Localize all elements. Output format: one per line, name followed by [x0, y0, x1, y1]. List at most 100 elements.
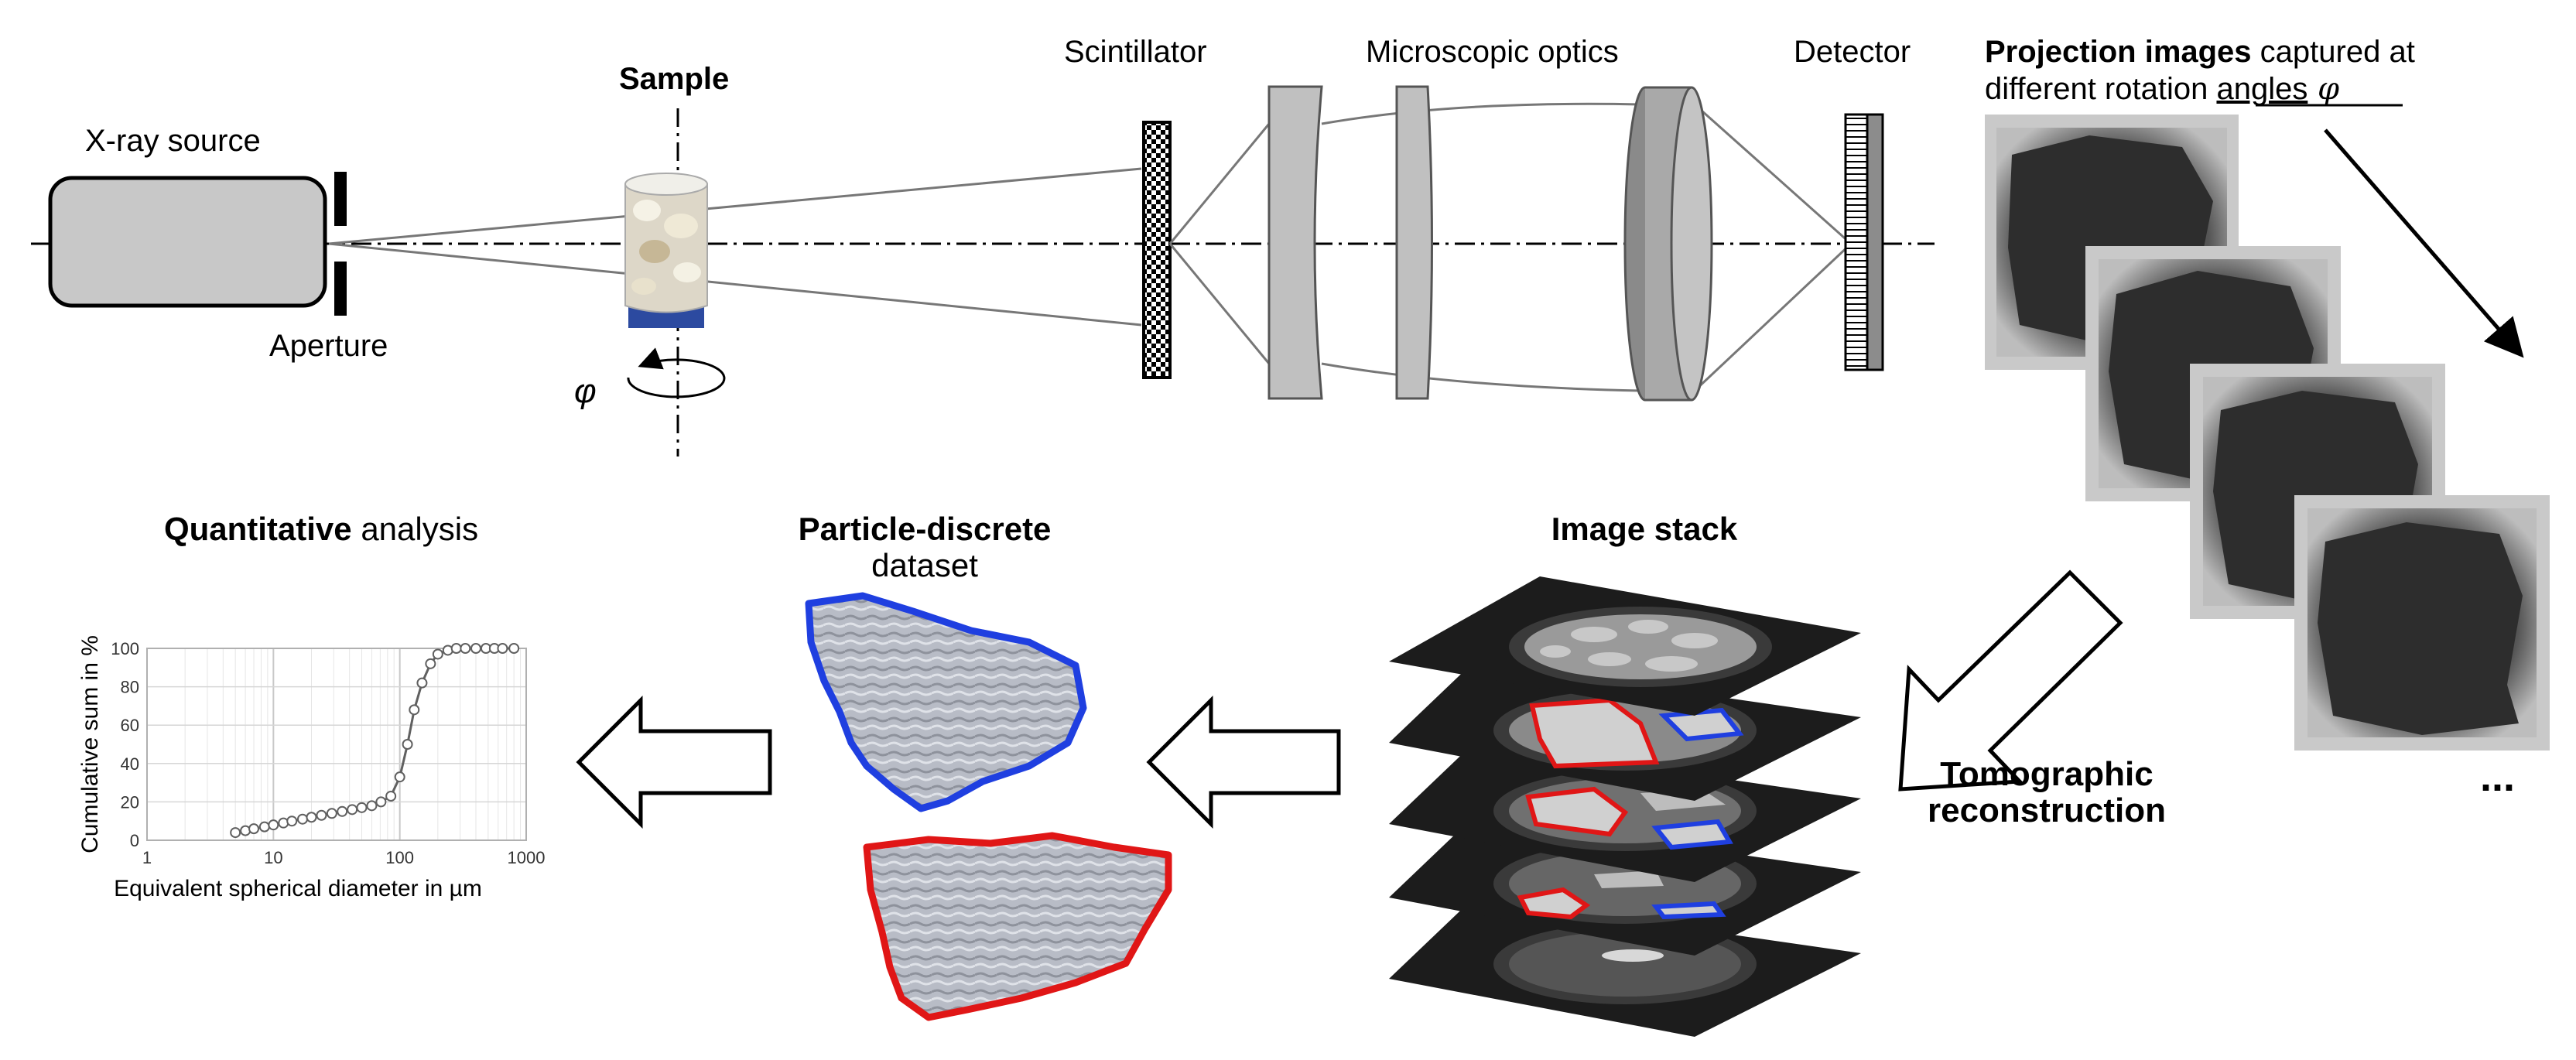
quant-title-rest: analysis [352, 511, 478, 547]
slice-1 [1389, 576, 1861, 716]
data-point [460, 643, 471, 654]
data-point [375, 796, 387, 808]
y-tick-label: 80 [121, 678, 139, 697]
data-point [230, 827, 241, 839]
x-tick-label: 1 [142, 848, 152, 867]
slice-3 [1389, 743, 1861, 882]
chart-plot-area [146, 648, 527, 841]
rotation-arrow [627, 347, 726, 398]
optics-ray-4 [1321, 362, 1641, 392]
detector-sensor [1844, 113, 1869, 371]
concave-lens [1267, 85, 1323, 400]
projection-title-rest: captured at [2252, 35, 2415, 69]
quant-title: Quantitative analysis [164, 511, 478, 547]
y-tick-label: 100 [111, 639, 139, 658]
microscopic-optics-label: Microscopic optics [1366, 35, 1619, 69]
data-point [394, 771, 405, 783]
projection-title-line2a: different rotation [1985, 72, 2216, 106]
xray-source-label: X-ray source [85, 124, 261, 158]
optics-ray-6 [1693, 242, 1852, 392]
phi-symbol: φ [574, 372, 597, 410]
beam-line-bottom [328, 242, 1142, 327]
slice-2-blue-particle [1658, 707, 1744, 742]
data-point [258, 821, 270, 833]
x-tick-labels: 1 10 100 1000 [142, 848, 546, 867]
optics-ray-1 [1168, 123, 1271, 244]
tube-lens-front [1670, 86, 1713, 402]
red-particle [863, 832, 1172, 1021]
data-point [508, 643, 520, 654]
data-point [425, 658, 436, 669]
data-point [268, 819, 279, 831]
y-tick-label: 40 [121, 754, 139, 774]
projection-image-4 [2294, 495, 2550, 751]
slice-4-blue-particle [1651, 901, 1726, 920]
data-point [366, 800, 378, 812]
projection-title-angles: angles [2216, 72, 2307, 106]
image-stack-label: Image stack [1551, 511, 1738, 547]
projection-title-line1: Projection images captured at [1985, 35, 2415, 69]
data-point [286, 816, 298, 827]
y-tick-label: 20 [121, 792, 139, 812]
blue-particle [805, 592, 1087, 812]
tomographic-label-1: Tomographic [1940, 755, 2153, 793]
scintillator-label: Scintillator [1064, 35, 1207, 69]
data-point [326, 808, 337, 819]
data-point [356, 802, 368, 813]
tomographic-label-2: reconstruction [1928, 792, 2166, 829]
x-tick-label: 100 [385, 848, 414, 867]
slice-3-blue-particle [1651, 819, 1733, 850]
data-point [432, 648, 443, 660]
slice-4-red-particle [1517, 887, 1591, 920]
x-tick-label: 10 [264, 848, 282, 867]
arrow-particles-to-analysis [576, 695, 772, 829]
data-point [416, 677, 428, 689]
particle-label-rest: dataset [871, 547, 978, 583]
quant-title-bold: Quantitative [164, 511, 352, 547]
data-point [450, 643, 462, 654]
quantitative-analysis: Quantitative analysis 0 20 40 60 80 100 1 10 10… [77, 511, 545, 901]
optics-ray-5 [1694, 103, 1852, 245]
scintillator [1142, 121, 1172, 379]
xray-source-box [48, 176, 327, 308]
slice-3-red-particle [1525, 786, 1629, 837]
data-point [248, 823, 260, 835]
sample-holder [624, 173, 708, 328]
sample-label: Sample [619, 62, 729, 96]
data-point [316, 809, 327, 821]
projection-title-bold: Projection images [1985, 35, 2252, 69]
aperture-bottom [334, 262, 347, 316]
detector-label: Detector [1794, 35, 1911, 69]
particle-label-bold: Particle-discrete [799, 511, 1052, 547]
data-point [337, 805, 348, 817]
y-tick-label: 60 [121, 716, 139, 735]
optics-ray-3 [1321, 102, 1641, 125]
data-point [470, 643, 482, 654]
data-point [409, 704, 420, 716]
imaging-setup: X-ray source Aperture Sample φ Scintilla… [31, 35, 1935, 456]
detector-backplate [1866, 113, 1884, 371]
tomographic-reconstruction: Tomographic reconstruction [1898, 569, 2166, 829]
cumulative-distribution-chart: 0 20 40 60 80 100 1 10 100 1000 Equivalent spher… [77, 635, 545, 901]
image-stack: Image stack [1389, 511, 1861, 1037]
arrow-stack-to-particles [1146, 695, 1341, 829]
y-tick-label: 0 [130, 831, 139, 850]
aperture-top [334, 172, 347, 226]
x-tick-label: 1000 [508, 848, 546, 867]
reconstruction-arrow [1898, 569, 2123, 792]
beam-line-top [328, 167, 1142, 245]
data-point [402, 739, 413, 750]
flat-lens [1395, 85, 1433, 400]
optics-ray-2 [1168, 243, 1271, 364]
data-point [385, 790, 397, 802]
particle-dataset: Particle-discrete dataset [799, 511, 1172, 1021]
data-point [306, 812, 317, 823]
aperture-label: Aperture [269, 329, 388, 363]
projection-title-line2: different rotation angles φ [1985, 71, 2339, 107]
data-point [296, 813, 308, 825]
data-point [497, 643, 508, 654]
data-point [347, 804, 358, 816]
x-axis-label: Equivalent spherical diameter in µm [114, 876, 482, 901]
projection-title-phi: φ [2307, 71, 2339, 107]
